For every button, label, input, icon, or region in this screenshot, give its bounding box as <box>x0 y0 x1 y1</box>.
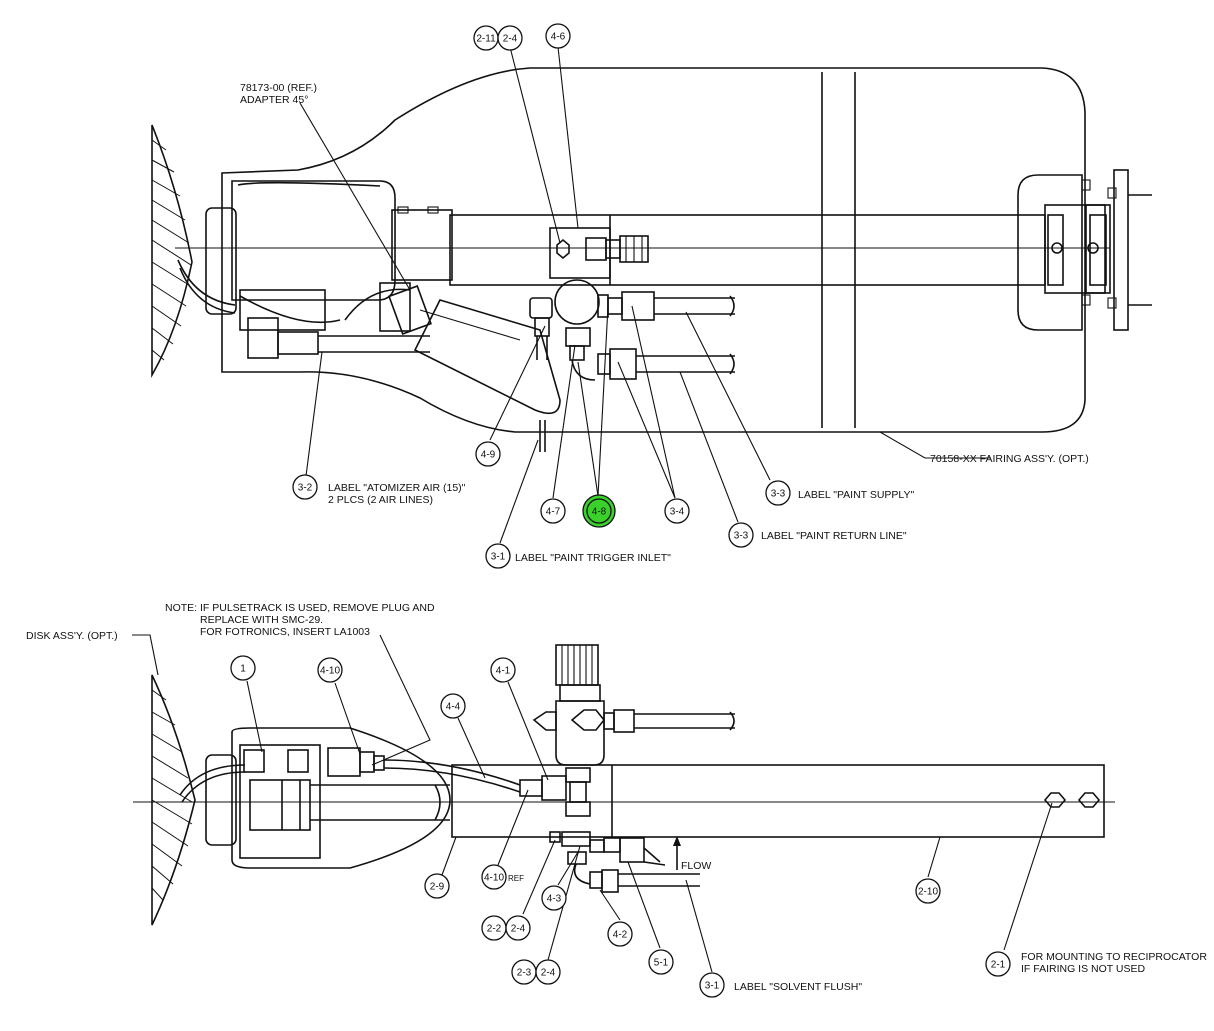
svg-text:2-1: 2-1 <box>991 960 1006 971</box>
top-disk <box>151 124 236 378</box>
top-labels: 78173-00 (REF.) ADAPTER 45° 70158-XX FAI… <box>240 82 1089 564</box>
balloon-3-4[interactable]: 3-4 <box>664 498 690 524</box>
svg-text:1: 1 <box>240 664 246 675</box>
svg-text:5-1: 5-1 <box>654 958 669 969</box>
paint-trigger-label: LABEL "PAINT TRIGGER INLET" <box>515 552 671 564</box>
bottom-atomizer-body <box>205 727 451 869</box>
balloon-2-11[interactable]: 2-11 <box>473 25 499 51</box>
solvent-flush-label: LABEL "SOLVENT FLUSH" <box>734 981 862 993</box>
svg-text:2-4: 2-4 <box>503 34 518 45</box>
mount-note-line1: FOR MOUNTING TO RECIPROCATOR <box>1021 951 1207 963</box>
balloon-4-6[interactable]: 4-6 <box>545 23 571 49</box>
balloon-4-10-ref[interactable]: 4-10 <box>481 864 507 890</box>
bottom-view <box>133 644 1115 926</box>
svg-text:4-7: 4-7 <box>546 507 561 518</box>
top-main-arm <box>449 214 1046 286</box>
mount-note-line2: IF FAIRING IS NOT USED <box>1021 963 1145 975</box>
balloon-4-3[interactable]: 4-3 <box>541 885 567 911</box>
top-adapter-45 <box>344 282 561 415</box>
svg-text:2-4: 2-4 <box>511 924 526 935</box>
svg-text:2-10: 2-10 <box>918 887 938 898</box>
top-rear-bracket <box>1017 169 1152 331</box>
svg-text:2-2: 2-2 <box>487 924 502 935</box>
balloon-3-2[interactable]: 3-2 <box>292 474 318 500</box>
svg-text:2-4: 2-4 <box>541 968 556 979</box>
bottom-disk <box>151 674 246 926</box>
svg-text:3-3: 3-3 <box>734 531 749 542</box>
note-line1: NOTE: IF PULSETRACK IS USED, REMOVE PLUG… <box>165 602 435 614</box>
balloon-3-1-trigger[interactable]: 3-1 <box>485 543 511 569</box>
balloon-4-7[interactable]: 4-7 <box>540 498 566 524</box>
svg-text:4-1: 4-1 <box>496 666 511 677</box>
note-line3: FOR FOTRONICS, INSERT LA1003 <box>200 626 370 638</box>
balloon-2-1[interactable]: 2-1 <box>985 951 1011 977</box>
balloon-1[interactable]: 1 <box>230 655 256 681</box>
top-atomizer-body <box>205 180 453 323</box>
top-leaders <box>299 46 990 544</box>
top-view <box>151 67 1152 452</box>
svg-text:4-6: 4-6 <box>551 32 566 43</box>
atomizer-label-line2: 2 PLCS (2 AIR LINES) <box>328 494 433 506</box>
balloon-2-3[interactable]: 2-3 <box>511 959 537 985</box>
svg-text:2-3: 2-3 <box>517 968 532 979</box>
bottom-regulator <box>532 644 735 817</box>
adapter-callout-line1: 78173-00 (REF.) <box>240 82 317 94</box>
svg-text:3-1: 3-1 <box>491 552 506 563</box>
balloon-2-4-a[interactable]: 2-4 <box>505 915 531 941</box>
svg-text:4-3: 4-3 <box>547 894 562 905</box>
svg-text:2-9: 2-9 <box>430 882 445 893</box>
paint-return-label: LABEL "PAINT RETURN LINE" <box>761 530 907 542</box>
balloon-2-2[interactable]: 2-2 <box>481 915 507 941</box>
balloon-4-2[interactable]: 4-2 <box>607 921 633 947</box>
svg-text:3-2: 3-2 <box>298 483 313 494</box>
svg-text:4-9: 4-9 <box>481 450 496 461</box>
balloon-4-4[interactable]: 4-4 <box>440 693 466 719</box>
balloon-4-9[interactable]: 4-9 <box>475 441 501 467</box>
fairing-callout: 70158-XX FAIRING ASS'Y. (OPT.) <box>930 453 1089 465</box>
balloon-5-1[interactable]: 5-1 <box>648 949 674 975</box>
fairing-outline <box>221 67 1086 433</box>
note-line2: REPLACE WITH SMC-29. <box>200 614 323 626</box>
top-air-connector <box>239 289 430 359</box>
balloon-4-1[interactable]: 4-1 <box>490 657 516 683</box>
top-balloons: 2-11 2-4 4-6 4-9 3-2 4-7 4-8 3-4 3-3 3-3… <box>292 23 791 569</box>
top-valve-manifold <box>529 279 735 452</box>
svg-text:4-10: 4-10 <box>320 666 340 677</box>
balloon-3-3-supply[interactable]: 3-3 <box>765 480 791 506</box>
adapter-callout-line2: ADAPTER 45° <box>240 94 308 106</box>
paint-supply-label: LABEL "PAINT SUPPLY" <box>798 489 914 501</box>
svg-text:4-4: 4-4 <box>446 702 461 713</box>
bottom-labels: NOTE: IF PULSETRACK IS USED, REMOVE PLUG… <box>26 602 1207 993</box>
balloon-3-1-solvent[interactable]: 3-1 <box>699 972 725 998</box>
balloon-4-8-highlighted[interactable]: 4-8 <box>582 494 616 528</box>
balloon-2-4[interactable]: 2-4 <box>497 25 523 51</box>
balloon-2-4-b[interactable]: 2-4 <box>535 959 561 985</box>
disk-callout: DISK ASS'Y. (OPT.) <box>26 630 118 642</box>
bottom-leaders <box>132 634 1053 973</box>
svg-text:3-1: 3-1 <box>705 981 720 992</box>
svg-text:4-2: 4-2 <box>613 930 628 941</box>
svg-text:3-3: 3-3 <box>771 489 786 500</box>
balloon-4-10[interactable]: 4-10 <box>317 657 343 683</box>
svg-text:2-11: 2-11 <box>476 34 496 45</box>
svg-text:4-10: 4-10 <box>484 873 504 884</box>
bottom-balloons: 1 4-10 4-4 4-1 2-9 4-10 4-3 2-2 2-4 2-3 … <box>230 655 1011 998</box>
flow-label: FLOW <box>681 860 711 872</box>
balloon-2-9[interactable]: 2-9 <box>424 873 450 899</box>
balloon-3-3-return[interactable]: 3-3 <box>728 522 754 548</box>
atomizer-label-line1: LABEL "ATOMIZER AIR (15)" <box>328 482 466 494</box>
svg-text:4-8: 4-8 <box>592 507 607 518</box>
ref-suffix: REF <box>508 874 524 883</box>
bottom-fittings <box>549 831 700 893</box>
svg-text:3-4: 3-4 <box>670 507 685 518</box>
balloon-2-10[interactable]: 2-10 <box>915 878 941 904</box>
